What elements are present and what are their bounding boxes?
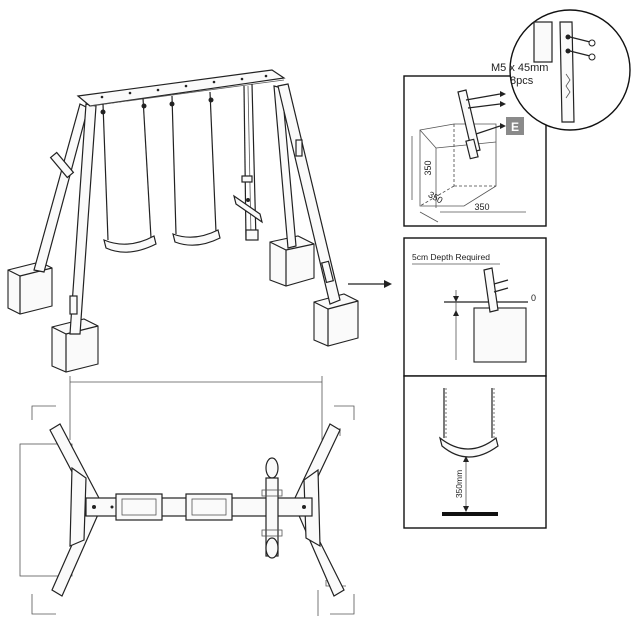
ground-anchor-left bbox=[69, 295, 78, 315]
post-anchor bbox=[457, 89, 506, 160]
swing-seat-middle bbox=[169, 91, 221, 246]
dimension-width: 350 bbox=[440, 202, 526, 213]
concrete-block-front-right bbox=[313, 293, 359, 347]
right-leg-bracket bbox=[295, 139, 303, 157]
swing-seat-left bbox=[100, 97, 157, 253]
seat-profile bbox=[438, 436, 499, 458]
dimension-height: 350 bbox=[411, 136, 433, 200]
detail-panel-seat-height: 350mm bbox=[403, 375, 547, 529]
bolt-quantity-label: 8pcs bbox=[510, 75, 534, 87]
top-beam bbox=[76, 69, 286, 107]
swing-set-top-view bbox=[19, 376, 355, 616]
ground-level-label: 0 bbox=[531, 293, 536, 303]
plan-glider bbox=[261, 457, 283, 559]
buried-block bbox=[473, 307, 527, 363]
ground-bar bbox=[442, 512, 498, 516]
concrete-cube bbox=[419, 123, 497, 208]
depth-note-label: 5cm Depth Required bbox=[412, 252, 490, 262]
concrete-block-front-left bbox=[51, 318, 99, 373]
beam-bolts bbox=[100, 74, 268, 99]
detail-panel-depth: 5cm Depth Required 0 bbox=[403, 237, 547, 377]
plan-seat-left bbox=[115, 493, 163, 521]
bolt-icon bbox=[565, 34, 596, 61]
ground-anchor-right bbox=[320, 260, 335, 284]
step-badge-label: E bbox=[511, 120, 519, 134]
dimension-width-label: 350 bbox=[474, 202, 489, 212]
step-badge bbox=[506, 117, 524, 135]
bolt-zoom-callout: M5 x 45mm 8pcs bbox=[491, 9, 631, 131]
buried-post bbox=[483, 267, 499, 313]
glider-swing bbox=[233, 83, 263, 241]
concrete-block-back-left bbox=[7, 261, 53, 315]
concrete-block-back-right bbox=[269, 235, 315, 287]
plan-bracket-left bbox=[69, 466, 87, 547]
bolt-size-label: M5 x 45mm bbox=[491, 62, 548, 74]
seat-chains bbox=[443, 388, 495, 438]
plan-seat-middle bbox=[185, 493, 233, 521]
dimension-height-label: 350 bbox=[423, 160, 433, 175]
seat-height-label: 350mm bbox=[454, 470, 464, 498]
left-leg-bracket bbox=[49, 151, 75, 179]
swing-set-perspective bbox=[7, 69, 359, 373]
detail-arrow bbox=[348, 280, 392, 288]
leg-front-right bbox=[277, 83, 341, 305]
